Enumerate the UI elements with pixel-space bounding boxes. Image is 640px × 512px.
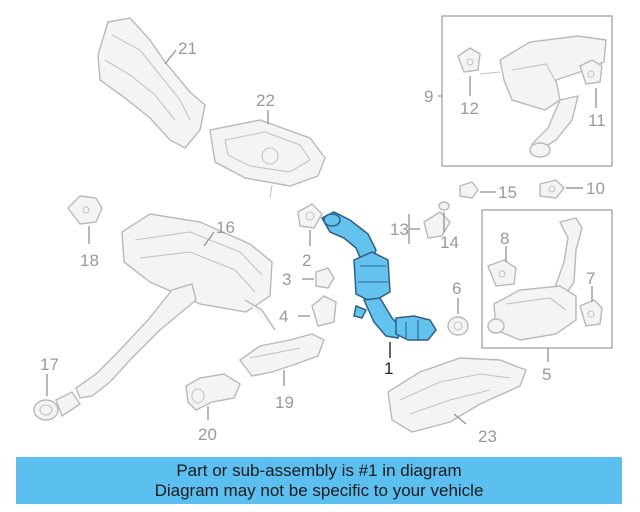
part-17-clamp[interactable] (33, 391, 81, 421)
part-7-hanger[interactable] (579, 299, 603, 327)
part-12-hanger[interactable] (457, 47, 481, 73)
callout-16: 16 (216, 218, 235, 237)
part-14-fastener[interactable] (438, 201, 450, 211)
callout-18: 18 (80, 251, 99, 270)
part-22-heat-shield-plate[interactable] (209, 119, 326, 199)
callout-13: 13 (390, 220, 409, 239)
info-banner: Part or sub-assembly is #1 in diagram Di… (16, 457, 622, 504)
callout-1: 1 (384, 359, 393, 378)
callout-5: 5 (542, 365, 551, 384)
part-10-gasket[interactable] (539, 179, 565, 199)
callout-9: 9 (424, 87, 433, 106)
assembly-5-rear-pipe[interactable] (481, 209, 613, 349)
callout-17: 17 (40, 355, 59, 374)
callout-19: 19 (275, 393, 294, 412)
part-11-hanger[interactable] (579, 59, 603, 85)
callout-23: 23 (478, 427, 497, 446)
callout-14: 14 (440, 233, 459, 252)
part-4-bracket[interactable] (311, 295, 337, 327)
callout-7: 7 (586, 269, 595, 288)
assembly-9-rear-muffler[interactable] (441, 15, 613, 167)
callout-21: 21 (178, 39, 197, 58)
part-6-gasket[interactable] (447, 316, 469, 336)
part-8-hanger[interactable] (487, 259, 517, 287)
part-20-clamp[interactable] (185, 373, 241, 411)
part-16-center-muffler[interactable] (75, 213, 276, 399)
part-19-pipe[interactable] (239, 333, 325, 377)
banner-line-disclaimer: Diagram may not be specific to your vehi… (154, 480, 484, 500)
part-2-gasket[interactable] (297, 203, 323, 229)
callout-11: 11 (588, 111, 606, 130)
callout-15: 15 (498, 183, 517, 202)
banner-line-part-number: Part or sub-assembly is #1 in diagram (176, 460, 462, 480)
part-23-lower-heat-shield[interactable] (387, 357, 527, 433)
part-18-hanger-bracket[interactable] (67, 195, 103, 225)
callout-10: 10 (586, 179, 605, 198)
callout-4: 4 (279, 307, 288, 326)
callout-8: 8 (500, 229, 509, 248)
exhaust-parts-diagram: 21 22 18 16 17 2 3 (33, 15, 613, 446)
part-15-gasket[interactable] (459, 181, 479, 199)
callout-20: 20 (198, 425, 217, 444)
callout-12: 12 (460, 99, 479, 118)
callout-3: 3 (282, 270, 291, 289)
callout-22: 22 (256, 91, 275, 110)
part-1-catalytic-converter[interactable] (320, 211, 437, 341)
part-21-heat-shield[interactable] (97, 17, 206, 149)
callout-6: 6 (452, 279, 461, 298)
part-3-nut[interactable] (315, 267, 335, 289)
callout-2: 2 (302, 251, 311, 270)
